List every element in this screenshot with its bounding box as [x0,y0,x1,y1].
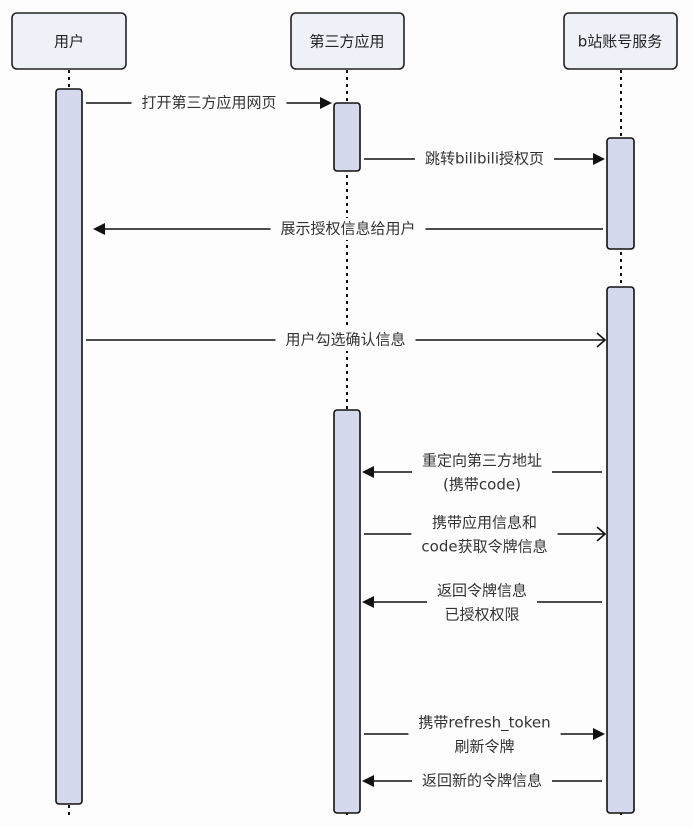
message-1: 打开第三方应用网页 [86,92,332,114]
arrowhead-filled-icon [593,728,605,740]
message-3: 展示授权信息给用户 [93,218,603,240]
message-label-background [414,148,555,170]
arrowhead-filled-icon [93,223,105,235]
message-label-background [270,218,426,240]
participant-label: 第三方应用 [309,33,384,51]
message-label: code获取令牌信息 [421,538,547,556]
message-label: 刷新令牌 [454,738,514,756]
participant-bili[interactable]: b站账号服务 [563,12,678,70]
participant-label: 用户 [54,33,84,51]
message-8: 携带refresh_token 刷新令牌 [364,712,605,758]
message-label-background [275,329,416,351]
participant-label: b站账号服务 [578,33,663,51]
arrowhead-filled-icon [362,775,374,787]
message-label: 展示授权信息给用户 [280,220,415,238]
message-4: 用户勾选确认信息 [86,329,607,351]
activation-bili-1 [606,137,635,250]
message-label: 已授权权限 [444,606,519,624]
message-label: 携带refresh_token [418,714,550,733]
arrowhead-filled-icon [320,97,332,109]
message-label: (携带code) [443,476,521,494]
message-label: 重定向第三方地址 [422,452,542,470]
activation-app-2 [333,409,361,814]
arrowhead-filled-icon [362,466,374,478]
arrowhead-open-icon [596,332,607,348]
arrowhead-filled-icon [593,153,605,165]
message-2: 跳转bilibili授权页 [364,148,605,170]
activation-app-1 [333,102,361,172]
message-label: 打开第三方应用网页 [141,94,276,112]
participant-box [11,12,127,70]
message-label: 携带应用信息和 [432,514,537,532]
message-label: 返回令牌信息 [437,582,527,600]
participant-box [290,12,405,70]
message-label-background [411,770,553,792]
participant-app[interactable]: 第三方应用 [290,12,405,70]
message-5: 重定向第三方地址 (携带code) [362,450,602,496]
message-label-background [408,712,561,758]
message-label-background [426,580,538,626]
participant-user[interactable]: 用户 [11,12,127,70]
message-6: 携带应用信息和 code获取令牌信息 [364,512,607,558]
messages: 打开第三方应用网页跳转bilibili授权页展示授权信息给用户用户勾选确认信息重… [86,92,607,792]
message-label: 返回新的令牌信息 [422,772,542,790]
participant-box [563,12,678,70]
message-label-background [411,450,553,496]
message-label: 用户勾选确认信息 [285,331,405,349]
message-label-background [131,92,287,114]
activation-bili-2 [606,286,635,814]
message-label-background [411,512,558,558]
message-label: 跳转bilibili授权页 [425,150,544,168]
arrowhead-filled-icon [362,596,374,608]
activation-user [55,88,83,805]
message-9: 返回新的令牌信息 [362,770,602,792]
arrowhead-open-icon [596,526,607,542]
